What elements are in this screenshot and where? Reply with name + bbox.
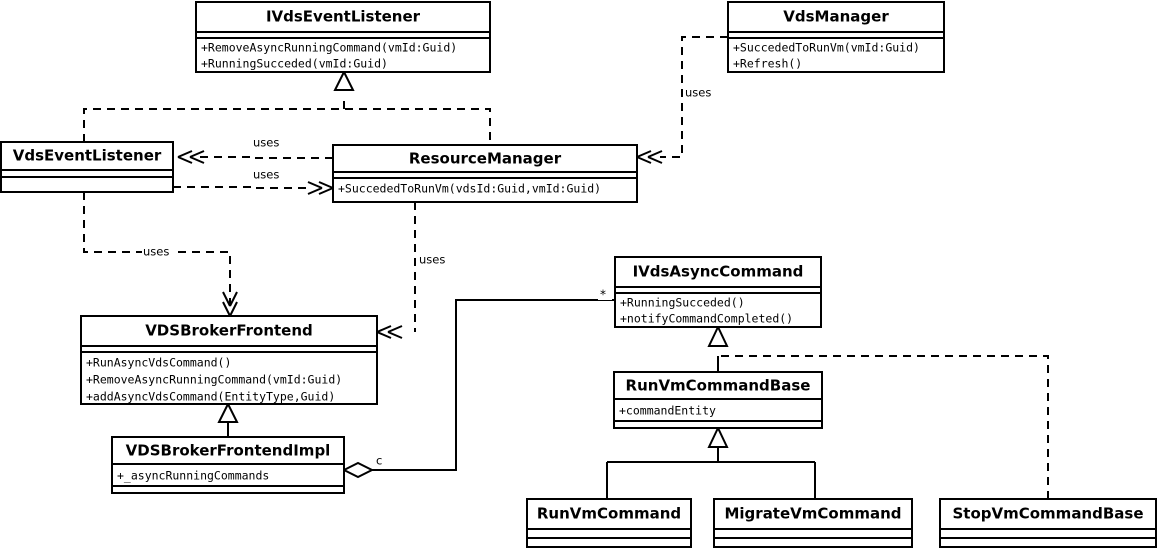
edge-line (83, 108, 491, 145)
edge-generalization-impl-to-frontend[interactable] (217, 401, 239, 437)
class-name: IVdsAsyncCommand (633, 263, 804, 281)
class-operation: +addAsyncVdsCommand(EntityType,Guid) (86, 390, 335, 404)
edge-generalization-runvmcommandbase-to-ivdsasynccommand[interactable] (707, 324, 729, 372)
class-name: StopVmCommandBase (952, 505, 1143, 523)
class-box-ivdsasynccommand[interactable]: IVdsAsyncCommand +RunningSucceded() +not… (614, 256, 822, 328)
open-arrowhead-icon-2 (387, 325, 403, 339)
class-operation: +RunningSucceded() (620, 296, 745, 310)
open-arrowhead-icon-2 (647, 150, 663, 164)
class-attribute: +_asyncRunningCommands (117, 469, 269, 483)
open-arrowhead-icon-2 (177, 150, 193, 164)
generalization-triangle-icon (217, 401, 239, 423)
edge-line (372, 299, 615, 471)
class-box-outline (332, 144, 638, 203)
class-operation: +Refresh() (733, 57, 802, 71)
edge-label-uses: uses (253, 168, 279, 182)
open-arrowhead-icon-2 (222, 291, 238, 307)
edge-line (718, 355, 1049, 499)
edge-label-role-c: c (376, 454, 382, 468)
class-name: ResourceManager (409, 150, 562, 168)
label-backdrop (252, 134, 286, 150)
edge-label-uses: uses (143, 245, 169, 259)
label-backdrop (252, 166, 286, 182)
class-operation: +SuccededToRunVm(vdsId:Guid,vmId:Guid) (338, 182, 601, 196)
edge-uses-vdseventlistener-to-vdsbrokerfrontend[interactable]: uses (83, 192, 238, 317)
edge-realization-ivdseventlistener[interactable] (83, 69, 491, 145)
class-operation: +RemoveAsyncRunningCommand(vmId:Guid) (86, 373, 342, 387)
open-arrowhead-icon (376, 325, 392, 339)
label-backdrop (374, 453, 388, 468)
open-arrowhead-icon (189, 150, 205, 164)
class-name: VDSBrokerFrontendImpl (126, 442, 331, 460)
open-arrowhead-icon (636, 150, 652, 164)
aggregation-diamond-icon (341, 461, 375, 479)
edge-line (173, 186, 312, 189)
class-box-migratevmcommand[interactable]: MigrateVmCommand (713, 498, 913, 548)
edge-generalization-fork-to-runvmcommandbase[interactable] (606, 425, 816, 499)
open-arrowhead-icon-2 (307, 181, 323, 195)
class-box-outline (80, 315, 378, 405)
label-backdrop (418, 251, 452, 267)
class-box-vdsmanager[interactable]: VdsManager +SuccededToRunVm(vmId:Guid) +… (727, 1, 945, 73)
class-operation: +RunAsyncVdsCommand() (86, 356, 231, 370)
open-arrowhead-icon (222, 301, 238, 317)
class-name: IVdsEventListener (266, 8, 421, 26)
edge-line (196, 156, 333, 159)
class-box-vdseventlistener[interactable]: VdsEventListener (0, 141, 174, 193)
generalization-triangle-icon (707, 324, 729, 347)
class-name: VdsManager (783, 8, 889, 26)
edge-uses-resourcemanager-to-vdseventlistener[interactable]: uses (177, 134, 333, 164)
class-name: RunVmCommandBase (626, 377, 811, 395)
class-box-resourcemanager[interactable]: ResourceManager +SuccededToRunVm(vdsId:G… (332, 144, 638, 203)
class-operation: +RunningSucceded(vmId:Guid) (201, 57, 388, 71)
edge-line (660, 36, 728, 158)
edge-label-uses: uses (419, 253, 445, 267)
class-box-stopvmcommandbase[interactable]: StopVmCommandBase (939, 498, 1157, 548)
class-box-vdsbrokerfrontendimpl[interactable]: VDSBrokerFrontendImpl +_asyncRunningComm… (111, 436, 345, 494)
edge-label-multiplicity: * (600, 288, 606, 302)
class-box-runvmcommandbase[interactable]: RunVmCommandBase +commandEntity (613, 371, 823, 429)
class-box-ivdseventlistener[interactable]: IVdsEventListener +RemoveAsyncRunningCom… (195, 1, 491, 73)
edge-realization-stopvmcommandbase-to-ivdsasynccommand[interactable] (718, 355, 1049, 499)
label-backdrop (684, 84, 718, 100)
edge-uses-vdseventlistener-to-resourcemanager[interactable]: uses (173, 166, 334, 195)
edge-label-uses: uses (253, 136, 279, 150)
class-attribute: +commandEntity (619, 404, 716, 418)
class-name: VdsEventListener (13, 147, 162, 165)
class-name: MigrateVmCommand (724, 505, 901, 523)
class-box-runvmcommand[interactable]: RunVmCommand (526, 498, 692, 548)
edge-aggregation-impl-to-ivdsasynccommand[interactable]: c * (341, 285, 615, 479)
class-name: RunVmCommand (537, 505, 681, 523)
edge-uses-resourcemanager-to-vdsbrokerfrontend[interactable]: uses (376, 202, 452, 339)
edge-uses-vdsmanager-to-resourcemanager[interactable]: uses (636, 36, 728, 164)
class-box-vdsbrokerfrontend[interactable]: VDSBrokerFrontend +RunAsyncVdsCommand() … (80, 315, 378, 405)
label-backdrop (142, 243, 176, 259)
generalization-triangle-icon (333, 69, 355, 91)
generalization-triangle-icon (707, 425, 729, 448)
edges-layer: uses uses uses (83, 36, 1049, 499)
edge-label-uses: uses (685, 86, 711, 100)
class-operation: +SuccededToRunVm(vmId:Guid) (733, 41, 920, 55)
class-name: VDSBrokerFrontend (145, 322, 313, 340)
class-box-outline (0, 141, 174, 193)
open-arrowhead-icon (318, 181, 334, 195)
label-backdrop (598, 285, 612, 300)
class-operation: +notifyCommandCompleted() (620, 312, 793, 326)
class-operation: +RemoveAsyncRunningCommand(vmId:Guid) (201, 41, 457, 55)
